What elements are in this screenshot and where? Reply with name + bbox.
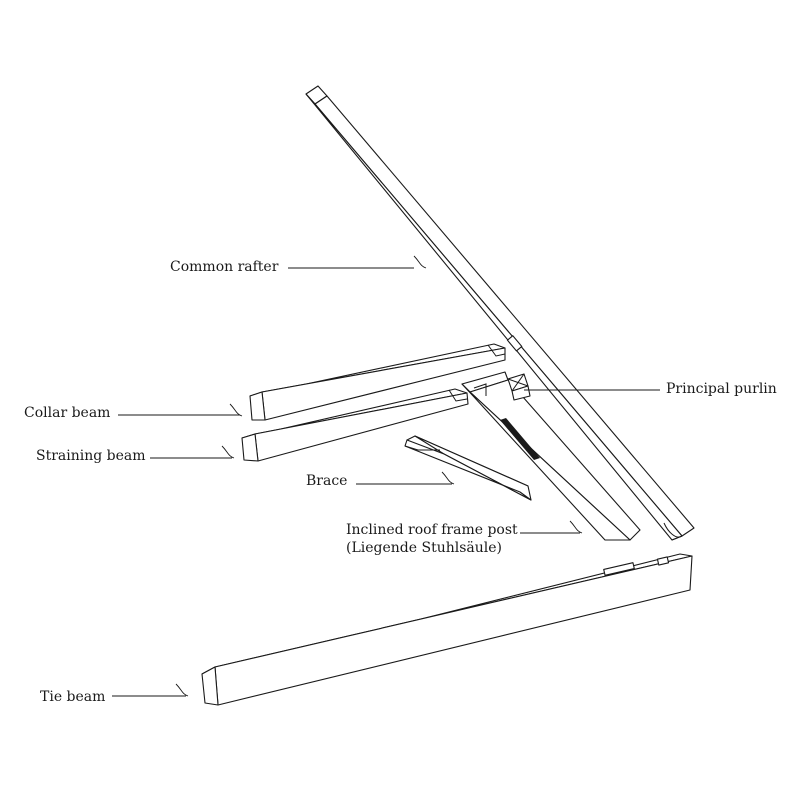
- label-common-rafter: Common rafter: [170, 259, 279, 275]
- common-rafter-part: [305, 85, 695, 541]
- label-inclined-post-line2: (Liegende Stuhlsäule): [346, 540, 502, 556]
- inclined-post-part: [461, 371, 641, 541]
- principal-purlin-part: [507, 373, 531, 401]
- label-inclined-post-line1: Inclined roof frame post: [346, 522, 518, 538]
- label-collar-beam: Collar beam: [24, 405, 110, 421]
- label-tie-beam: Tie beam: [40, 689, 105, 705]
- tie-beam-part: [201, 553, 693, 706]
- leader-lines: [112, 255, 660, 697]
- collar-beam-part: [249, 343, 506, 421]
- brace-part: [404, 435, 532, 501]
- straining-beam-part: [241, 388, 469, 462]
- label-brace: Brace: [306, 473, 347, 489]
- label-straining-beam: Straining beam: [36, 448, 146, 464]
- label-principal-purlin: Principal purlin: [666, 381, 777, 397]
